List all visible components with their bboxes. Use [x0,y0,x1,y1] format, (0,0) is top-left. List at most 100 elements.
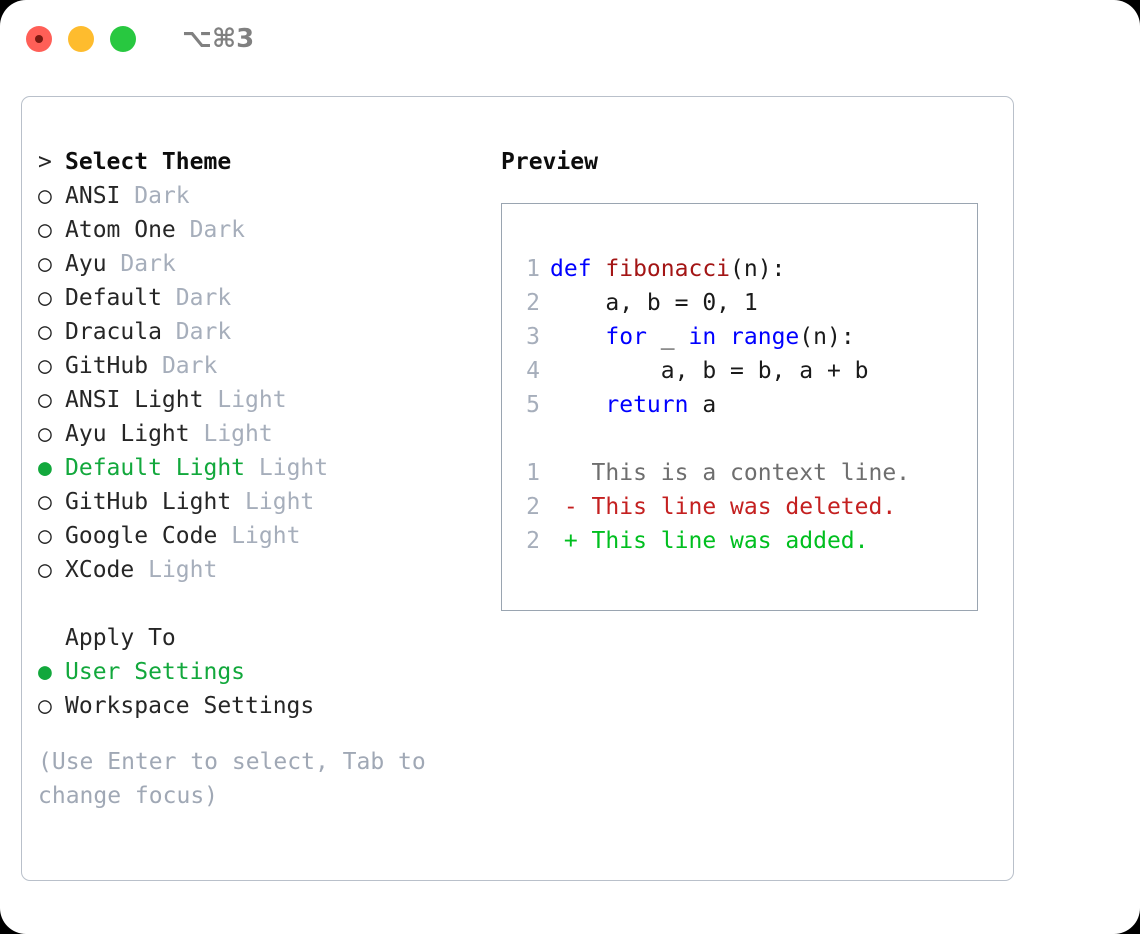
theme-option-tag: Light [203,421,273,447]
theme-option-name: Ayu Light [65,421,190,447]
theme-option-name: Google Code [65,523,218,549]
maximize-window-button[interactable] [110,26,136,52]
theme-option-separator [190,417,204,451]
code-token: a [688,392,717,418]
code-token: _ [646,324,689,350]
code-token: + This line was added. [550,528,869,554]
theme-option-row[interactable]: ○Ayu Dark [38,247,488,281]
radio-unselected-icon[interactable]: ○ [38,523,52,549]
theme-option-row[interactable]: ○ Default Dark [38,281,488,315]
prompt-caret-icon: > [38,149,52,175]
theme-option-row[interactable]: ○Dracula Dark [38,315,488,349]
theme-option-separator [245,451,259,485]
radio-unselected-icon[interactable]: ○ [38,217,52,243]
preview-gap [502,422,977,456]
theme-option-tag: Dark [175,285,232,311]
radio-unselected-icon[interactable]: ○ [38,285,52,311]
code-text: return a [550,388,716,422]
code-text: This is a context line. [550,456,911,490]
radio-unselected-icon[interactable]: ○ [38,693,52,719]
code-line: 5 return a [502,388,977,422]
theme-option-row[interactable]: ○ Ayu Light Light [38,417,488,451]
list-spacer [38,587,488,621]
diff-line: 2 + This line was added. [502,524,977,558]
preview-title: Preview [501,149,598,175]
theme-option-row[interactable]: ○ Google Code Light [38,519,488,553]
code-line: 2 a, b = 0, 1 [502,286,977,320]
code-token: a, b = b, a + b [550,358,869,384]
diff-line: 1 This is a context line. [502,456,977,490]
keyboard-hint-text: (Use Enter to select, Tab to change focu… [38,749,426,809]
code-text: + This line was added. [550,524,869,558]
theme-option-separator [176,213,190,247]
line-number: 4 [526,358,540,384]
apply-to-option-row[interactable]: ●User Settings [38,655,488,689]
theme-option-separator [231,485,245,519]
theme-option-row[interactable]: ○Atom One Dark [38,213,488,247]
theme-option-separator [162,281,176,315]
code-token [550,392,605,418]
line-number: 1 [526,256,540,282]
radio-unselected-icon[interactable]: ○ [38,421,52,447]
radio-selected-icon[interactable]: ● [38,659,52,685]
window-controls [26,26,136,52]
code-token [716,324,730,350]
theme-option-row[interactable]: ○GitHub Dark [38,349,488,383]
line-number: 5 [526,392,540,418]
line-number: 1 [526,460,540,486]
theme-option-name: Default Light [65,455,246,481]
apply-to-title: Apply To [65,625,176,651]
code-token: This is a context line. [550,460,911,486]
close-window-button[interactable] [26,26,52,52]
apply-to-option-row[interactable]: ○Workspace Settings [38,689,488,723]
code-token: for [605,324,647,350]
theme-option-separator [120,179,134,213]
code-token: def [550,256,606,282]
theme-option-separator [107,247,121,281]
radio-selected-icon[interactable]: ● [38,455,52,481]
theme-option-name: Default [65,285,162,311]
theme-option-name: GitHub Light [65,489,232,515]
code-token: a, b = 0, 1 [550,290,758,316]
apply-to-heading-indent [38,621,65,655]
keyboard-shortcut-label: ⌥⌘3 [182,24,255,54]
select-theme-heading: >Select Theme [38,145,488,179]
theme-option-tag: Light [231,523,301,549]
theme-option-name: ANSI Light [65,387,204,413]
line-number: 2 [526,494,540,520]
radio-unselected-icon[interactable]: ○ [38,183,52,209]
code-text: for _ in range(n): [550,320,855,354]
apply-to-heading: Apply To [38,621,488,655]
theme-list-column: >Select Theme ○ANSI Dark○Atom One Dark○A… [38,145,488,813]
radio-unselected-icon[interactable]: ○ [38,353,52,379]
code-line: 4 a, b = b, a + b [502,354,977,388]
radio-unselected-icon[interactable]: ○ [38,251,52,277]
code-line: 3 for _ in range(n): [502,320,977,354]
code-token [550,324,605,350]
theme-option-tag: Light [258,455,329,481]
radio-unselected-icon[interactable]: ○ [38,557,52,583]
code-token: (n): [799,324,855,350]
line-number: 2 [526,528,540,554]
line-number: 2 [526,290,540,316]
theme-option-row[interactable]: ○ANSI Dark [38,179,488,213]
code-token: - This line was deleted. [550,494,897,520]
code-token: return [605,392,689,418]
radio-unselected-icon[interactable]: ○ [38,319,52,345]
radio-unselected-icon[interactable]: ○ [38,387,52,413]
theme-option-separator [162,315,176,349]
radio-unselected-icon[interactable]: ○ [38,489,52,515]
code-text: def fibonacci(n): [550,252,785,286]
theme-option-row[interactable]: ○GitHub Light Light [38,485,488,519]
minimize-window-button[interactable] [68,26,94,52]
theme-option-row[interactable]: ○XCode Light [38,553,488,587]
code-token: (n): [730,256,786,282]
theme-option-separator [203,383,217,417]
theme-option-row[interactable]: ● Default Light Light [38,451,488,485]
code-text: - This line was deleted. [550,490,896,524]
theme-option-list: ○ANSI Dark○Atom One Dark○Ayu Dark○Defaul… [38,179,488,587]
theme-option-row[interactable]: ○ANSI Light Light [38,383,488,417]
title-bar: ⌥⌘3 [0,0,1140,78]
